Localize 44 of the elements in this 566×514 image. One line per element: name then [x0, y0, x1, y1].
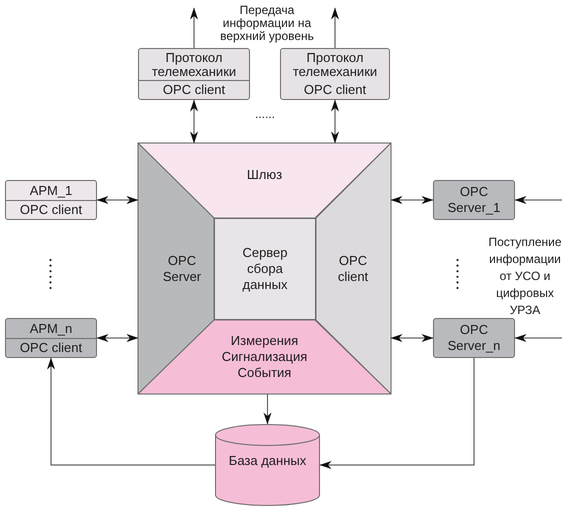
double-arrow — [390, 334, 434, 342]
node-label: OPC Server — [162, 253, 202, 285]
server-panel — [138, 143, 214, 394]
note-text: Передача информации на верхний уровень — [219, 4, 315, 43]
node-label: OPC Server_1 — [446, 184, 502, 216]
double-arrow — [96, 334, 138, 342]
node-label: OPC client — [20, 341, 82, 355]
node-label: Протокол телемеханики — [150, 50, 238, 78]
node-label: Измерения Сигнализация События — [220, 333, 308, 381]
database-cylinder — [215, 424, 320, 506]
arrow — [47, 358, 216, 466]
workstation-box — [5, 318, 97, 358]
node-label: АРМ_1 — [30, 184, 72, 198]
note-text: Поступление информации от УСО и цифровых УРЗА — [487, 234, 563, 319]
protocol-box — [138, 48, 250, 100]
opc-server-box — [433, 318, 515, 358]
opc-server-box — [433, 180, 515, 220]
node-label: OPC Server_n — [446, 322, 502, 354]
arrow — [514, 196, 562, 204]
node-label: OPC client — [162, 83, 226, 97]
node-label: АРМ_n — [30, 322, 72, 336]
workstation-box — [5, 180, 97, 220]
ellipsis-text: ...... — [254, 108, 276, 121]
events-panel — [138, 320, 391, 394]
node-label: OPC client — [304, 83, 366, 97]
double-arrow — [96, 196, 138, 204]
collection-server-box — [214, 218, 316, 320]
node-label: База данных — [228, 453, 306, 469]
node-label: Шлюз — [246, 167, 282, 183]
arrow — [514, 334, 562, 342]
client-panel — [316, 143, 391, 394]
gateway-panel — [138, 143, 391, 218]
node-label: OPC client — [20, 203, 82, 217]
arrow — [190, 8, 198, 48]
node-label: Сервер сбора данных — [241, 245, 289, 293]
node-label: Протокол телемеханики — [292, 50, 378, 78]
double-arrow — [190, 100, 198, 144]
arrow — [264, 394, 272, 424]
arrow — [331, 8, 339, 48]
protocol-box — [280, 48, 390, 100]
arrow — [320, 358, 474, 469]
node-label: OPC client — [336, 253, 370, 285]
double-arrow — [331, 100, 339, 144]
double-arrow — [390, 196, 434, 204]
